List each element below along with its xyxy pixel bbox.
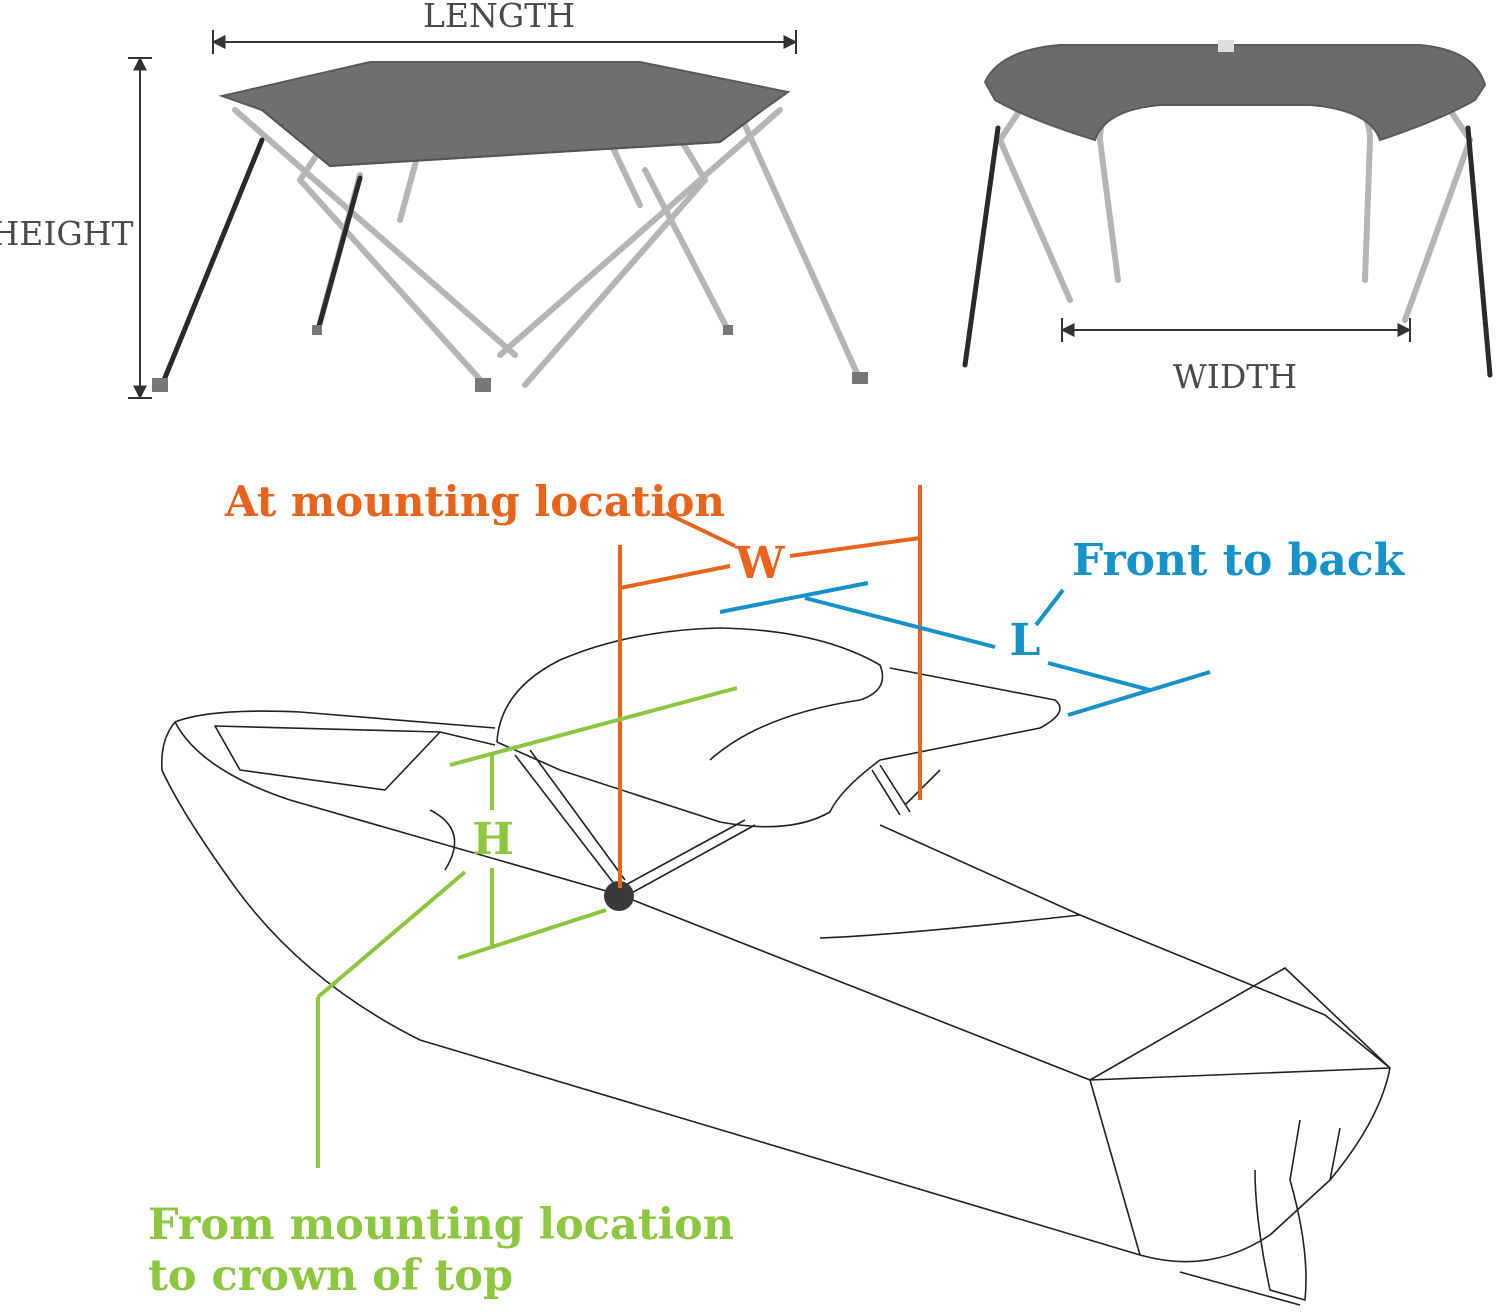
h-label: H bbox=[472, 814, 514, 865]
boat-bimini-canvas bbox=[496, 627, 884, 743]
crown-note-line-2: to crown of top bbox=[148, 1251, 513, 1301]
boat-hull-outline bbox=[160, 721, 1391, 1263]
boat-line-drawing bbox=[160, 627, 1391, 1306]
l-measurement bbox=[719, 581, 1211, 717]
side-feet bbox=[152, 325, 868, 392]
w-measurement bbox=[618, 485, 922, 888]
mounting-location-note: At mounting location bbox=[224, 477, 725, 526]
side-canvas-top bbox=[218, 61, 791, 168]
bimini-side-view: LENGTH HEIGHT bbox=[0, 0, 868, 400]
width-label: WIDTH bbox=[1173, 357, 1297, 396]
front-to-back-note: Front to back bbox=[1072, 535, 1406, 586]
h-measurement bbox=[316, 686, 738, 1168]
l-label: L bbox=[1010, 615, 1041, 666]
front-canvas-top bbox=[983, 44, 1487, 142]
bimini-front-view: WIDTH bbox=[962, 40, 1493, 396]
w-label: W bbox=[734, 538, 785, 589]
side-straps bbox=[159, 137, 363, 388]
crown-note-line-1: From mounting location bbox=[148, 1200, 734, 1250]
height-label: HEIGHT bbox=[0, 214, 134, 253]
mounting-point-dot bbox=[604, 881, 634, 911]
length-label: LENGTH bbox=[423, 0, 575, 35]
